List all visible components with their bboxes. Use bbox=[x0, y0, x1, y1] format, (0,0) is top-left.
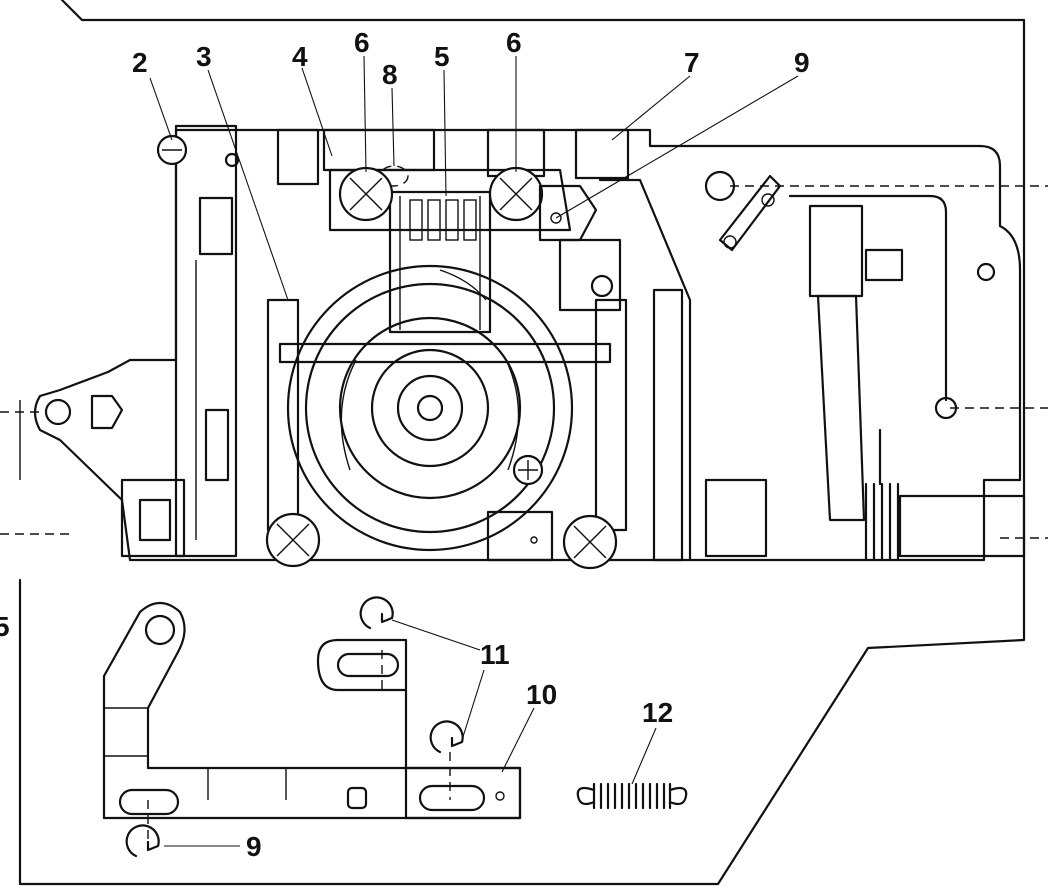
lower-left-block bbox=[120, 478, 186, 558]
leader-lines bbox=[149, 55, 799, 847]
callout-12: 12 bbox=[642, 697, 673, 728]
centerlines bbox=[0, 185, 1048, 848]
rocker-arm bbox=[788, 194, 948, 522]
callout-9-bottom: 9 bbox=[246, 831, 262, 862]
callout-3: 3 bbox=[196, 41, 212, 72]
callout-5-edge: 5 bbox=[0, 611, 10, 642]
part-slotted-plate bbox=[316, 638, 522, 820]
e-ring-bottom bbox=[125, 824, 160, 858]
lower-screw-left bbox=[265, 512, 321, 568]
e-ring-top bbox=[359, 596, 394, 630]
screw-left bbox=[338, 166, 394, 222]
right-small-mechanism bbox=[538, 184, 622, 312]
e-ring-middle bbox=[429, 720, 464, 754]
feed-dog-assembly bbox=[276, 128, 630, 334]
latch-block bbox=[486, 510, 554, 562]
part-lever-plate bbox=[102, 601, 522, 820]
callout-9-top: 9 bbox=[794, 47, 810, 78]
outer-frame bbox=[18, 0, 1026, 886]
callout-4: 4 bbox=[292, 41, 308, 72]
callout-5: 5 bbox=[434, 41, 450, 72]
small-lever bbox=[718, 174, 782, 252]
screw-right bbox=[488, 166, 544, 222]
callout-6-right: 6 bbox=[506, 27, 522, 58]
callout-7: 7 bbox=[684, 47, 700, 78]
callout-11: 11 bbox=[480, 639, 510, 670]
callout-8: 8 bbox=[382, 59, 398, 90]
phillips-screw bbox=[512, 454, 544, 486]
left-bracket bbox=[156, 124, 238, 558]
callout-2: 2 bbox=[132, 47, 148, 78]
part-spring bbox=[576, 782, 688, 810]
shaft-spring bbox=[864, 428, 1026, 562]
base-plate bbox=[33, 128, 1022, 562]
callout-6-left: 6 bbox=[354, 27, 370, 58]
callout-10: 10 bbox=[526, 679, 557, 710]
callout-labels: 2 3 4 6 8 5 6 7 9 11 10 12 9 5 bbox=[0, 27, 810, 862]
bobbin-race bbox=[286, 264, 574, 552]
lower-screw-right bbox=[562, 514, 618, 570]
